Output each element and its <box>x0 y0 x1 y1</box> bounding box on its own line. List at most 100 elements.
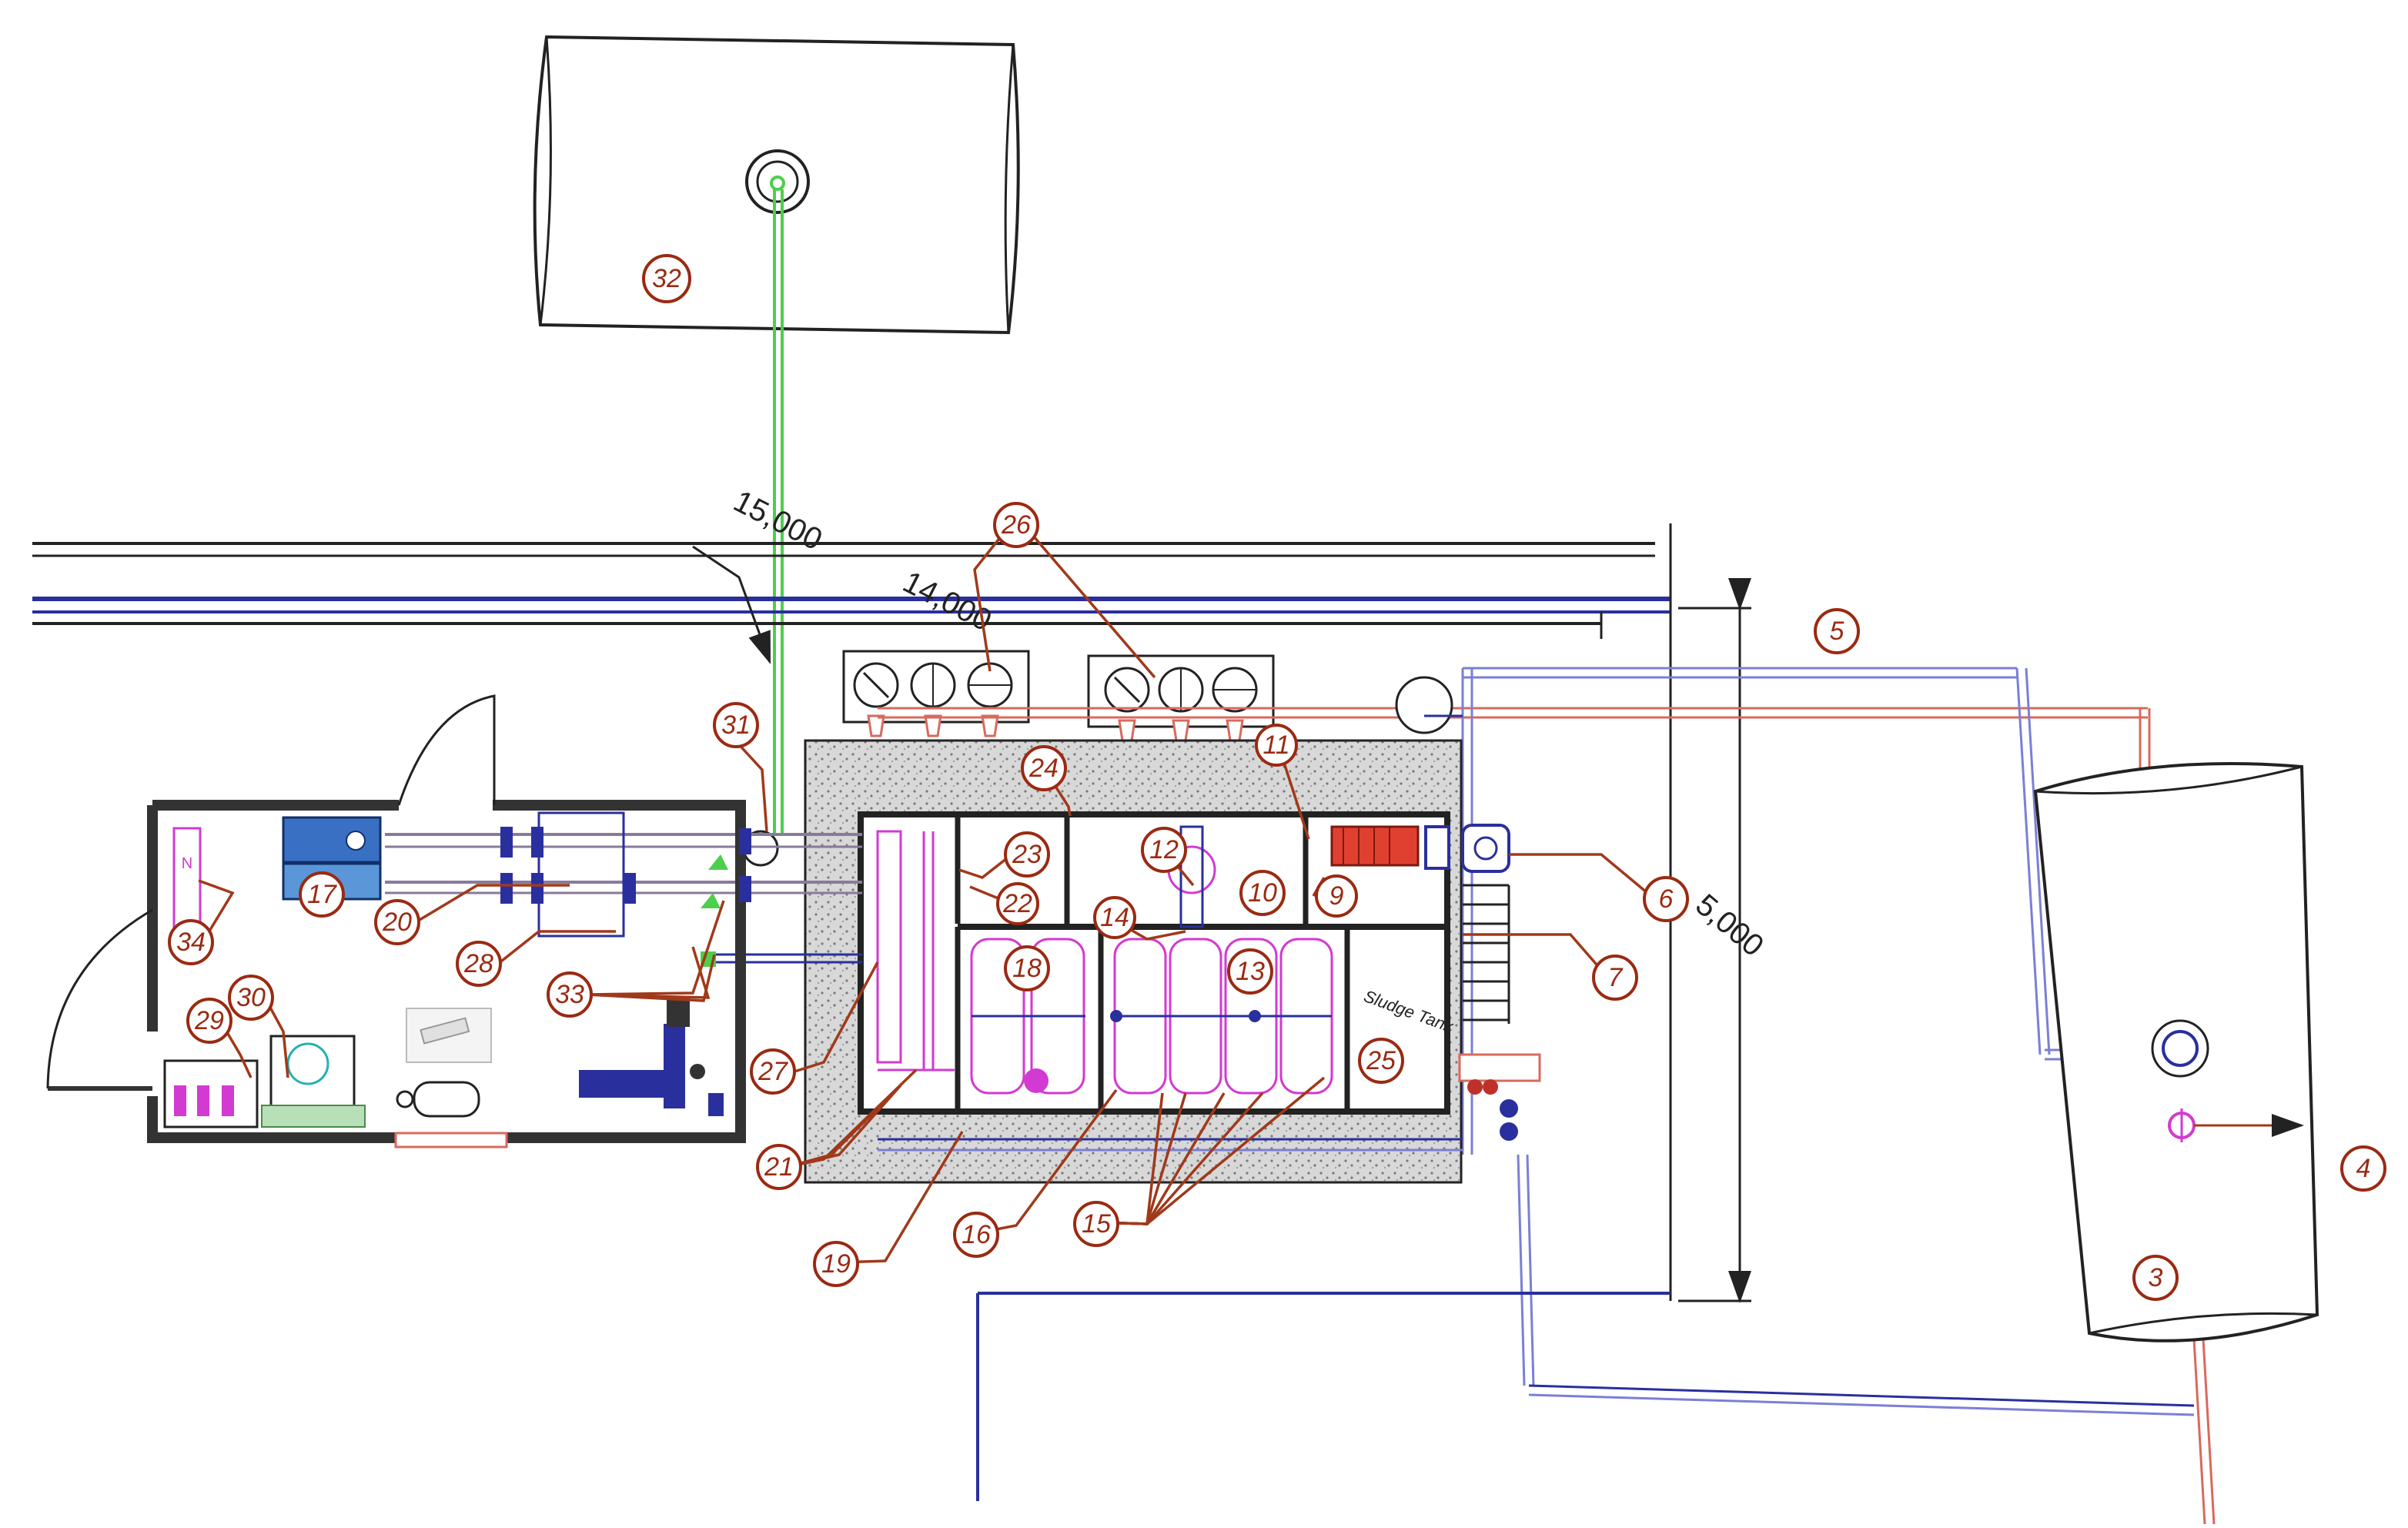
callout-circle <box>813 1241 859 1287</box>
callout-number: 19 <box>821 1249 851 1279</box>
component-6 <box>1424 824 1510 873</box>
callout-number: 9 <box>1329 881 1344 911</box>
sludge-line-red <box>878 707 2216 1525</box>
callout-5: 5 <box>1814 608 1860 654</box>
callout-circle <box>1227 948 1273 995</box>
dimension-5000: 5,000 <box>1689 888 1770 963</box>
callout-circle <box>1358 1038 1404 1084</box>
callout-25: 25 <box>1358 1038 1404 1084</box>
callout-circle <box>993 502 1039 548</box>
callout-circle <box>756 1144 802 1190</box>
callout-6: 6 <box>1643 876 1689 922</box>
callout-number: 28 <box>463 949 493 978</box>
callout-32: 32 <box>642 254 691 303</box>
callout-number: 24 <box>1028 754 1059 783</box>
callout-19: 19 <box>813 1241 859 1287</box>
callout-circle <box>1021 745 1067 791</box>
callout-number: 26 <box>1001 510 1031 540</box>
blower-group-right <box>1087 654 1275 742</box>
callout-21: 21 <box>756 1144 802 1190</box>
callout-number: 4 <box>2356 1154 2371 1183</box>
callout-circle <box>374 899 420 945</box>
callout-number: 31 <box>721 711 751 740</box>
callout-number: 32 <box>652 264 681 293</box>
callout-26: 26 <box>993 502 1039 548</box>
callout-14: 14 <box>1093 896 1136 939</box>
callout-15: 15 <box>1073 1201 1119 1247</box>
callout-circle <box>642 254 691 303</box>
callout-17: 17 <box>299 871 345 918</box>
callout-circle <box>228 975 274 1021</box>
callout-29: 29 <box>186 998 232 1044</box>
callout-circle <box>1643 876 1689 922</box>
callout-number: 21 <box>764 1152 794 1182</box>
callout-circle <box>1592 955 1638 1001</box>
callout-27: 27 <box>750 1048 796 1095</box>
callout-4: 4 <box>2340 1145 2386 1192</box>
callout-13: 13 <box>1227 948 1273 995</box>
diffuser-bank-13 <box>1110 938 1333 1095</box>
callout-number: 33 <box>555 980 584 1009</box>
callout-number: 12 <box>1149 835 1179 864</box>
callout-circle <box>996 882 1039 925</box>
callout-number: 10 <box>1248 878 1277 908</box>
callout-circle <box>2340 1145 2386 1192</box>
callout-31: 31 <box>713 702 759 748</box>
callout-33: 33 <box>547 971 593 1018</box>
callout-number: 16 <box>962 1220 991 1249</box>
callout-23: 23 <box>1004 831 1050 878</box>
dimension-15000: 15,000 <box>728 484 828 557</box>
callout-22: 22 <box>996 882 1039 925</box>
callout-28: 28 <box>456 941 502 987</box>
callout-34: 34 <box>168 919 214 965</box>
callout-20: 20 <box>374 899 420 945</box>
callout-circle <box>1004 945 1050 991</box>
tank-3 <box>2033 762 2319 1342</box>
callout-number: 3 <box>2149 1263 2163 1292</box>
component-9 <box>1330 825 1420 867</box>
pump-room: N <box>46 694 751 1149</box>
callout-circle <box>1141 827 1187 873</box>
callout-circle <box>1239 870 1286 916</box>
callout-circle <box>2132 1255 2179 1301</box>
callout-circle <box>547 971 593 1018</box>
callout-number: 25 <box>1366 1046 1396 1075</box>
callout-30: 30 <box>228 975 274 1021</box>
callout-number: 7 <box>1608 963 1624 992</box>
callout-circle <box>750 1048 796 1095</box>
callout-circle <box>953 1212 999 1258</box>
callout-circle <box>299 871 345 918</box>
tank-31 <box>742 676 1463 867</box>
callout-number: 29 <box>194 1006 224 1035</box>
callout-12: 12 <box>1141 827 1187 873</box>
callout-number: 18 <box>1012 954 1042 983</box>
blower-group-left <box>842 650 1030 737</box>
callout-circle <box>456 941 502 987</box>
callout-number: 17 <box>307 880 337 909</box>
callout-number: 22 <box>1002 889 1032 918</box>
outlet-fitting <box>1458 1053 1541 1141</box>
callout-circle <box>1814 608 1860 654</box>
callout-18: 18 <box>1004 945 1050 991</box>
callout-number: 5 <box>1830 617 1844 646</box>
ladder <box>1463 884 1510 1024</box>
callout-circle <box>1004 831 1050 878</box>
treatment-block: Sludge Tank <box>804 739 1541 1184</box>
callout-circle <box>1073 1201 1119 1247</box>
callout-number: 20 <box>382 908 412 937</box>
callout-number: 23 <box>1012 840 1042 869</box>
callout-24: 24 <box>1021 745 1067 791</box>
callout-number: 34 <box>176 928 206 957</box>
callout-circle <box>1255 724 1298 767</box>
callout-10: 10 <box>1239 870 1286 916</box>
callout-circle <box>1093 896 1136 939</box>
callout-circle <box>713 702 759 748</box>
panel-mark: N <box>182 855 192 872</box>
air-line-green <box>773 189 784 833</box>
callout-circle <box>1315 874 1358 918</box>
callout-9: 9 <box>1315 874 1358 918</box>
callout-number: 6 <box>1659 884 1674 914</box>
